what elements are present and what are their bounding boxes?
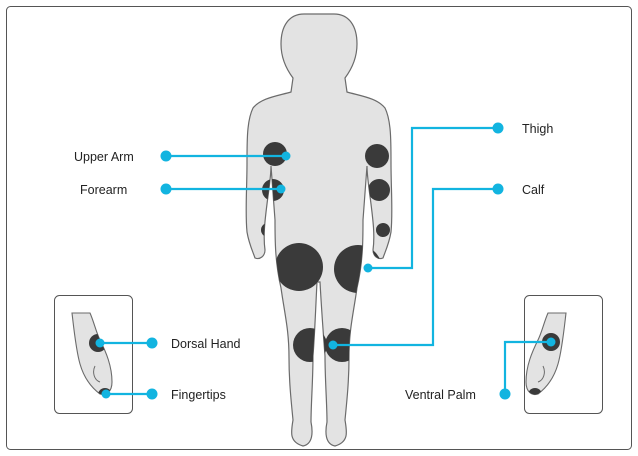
- wrist-right-site: [376, 223, 390, 237]
- upper-arm-label: Upper Arm: [74, 150, 134, 164]
- thigh-label: Thigh: [522, 122, 553, 136]
- forearm-label: Forearm: [80, 183, 127, 197]
- right-hand-inset: [525, 296, 603, 414]
- forearm-right-site: [368, 179, 390, 201]
- ventral-palm-label: Ventral Palm: [405, 388, 476, 402]
- fingertips-site-dot: [102, 390, 111, 399]
- dorsal-hand-label-dot: [147, 338, 158, 349]
- thigh-left-site: [275, 243, 323, 291]
- calf-label-dot: [493, 184, 504, 195]
- upper-arm-label-dot: [161, 151, 172, 162]
- thigh-label-dot: [493, 123, 504, 134]
- dorsal-hand-site-dot: [96, 339, 105, 348]
- left-hand-inset: [55, 296, 133, 414]
- upper-arm-right-site: [365, 144, 389, 168]
- dorsal-hand-label: Dorsal Hand: [171, 337, 241, 351]
- fingertips-label-dot: [147, 389, 158, 400]
- calf-site-dot: [329, 341, 338, 350]
- ventral-palm-site-dot: [547, 338, 556, 347]
- thigh-site-dot: [364, 264, 373, 273]
- upper-arm-site-dot: [282, 152, 291, 161]
- forearm-label-dot: [161, 184, 172, 195]
- fingertips-label: Fingertips: [171, 388, 226, 402]
- forearm-site-dot: [277, 185, 286, 194]
- ventral-palm-label-dot: [500, 389, 511, 400]
- calf-label: Calf: [522, 183, 545, 197]
